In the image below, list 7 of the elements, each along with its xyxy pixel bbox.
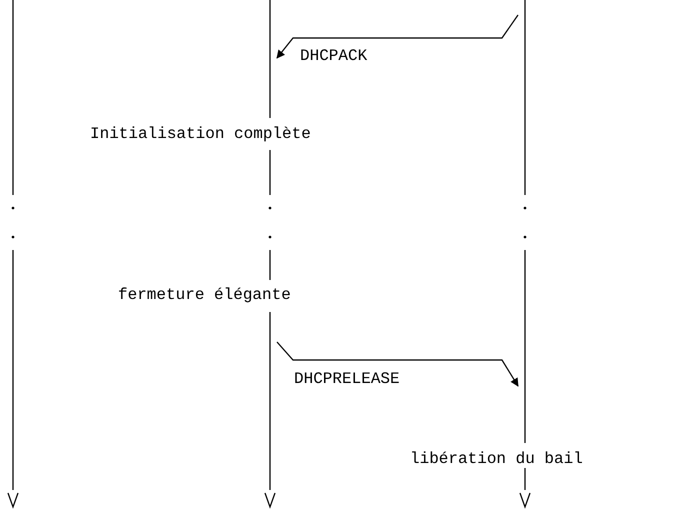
lifeline	[518, 0, 532, 510]
lifeline	[6, 0, 20, 510]
note-text: libération du bail	[410, 450, 583, 468]
arrow	[276, 14, 518, 59]
note-text: fermeture élégante	[118, 286, 291, 304]
arrow	[276, 342, 519, 387]
note-text: Initialisation complète	[90, 125, 311, 143]
